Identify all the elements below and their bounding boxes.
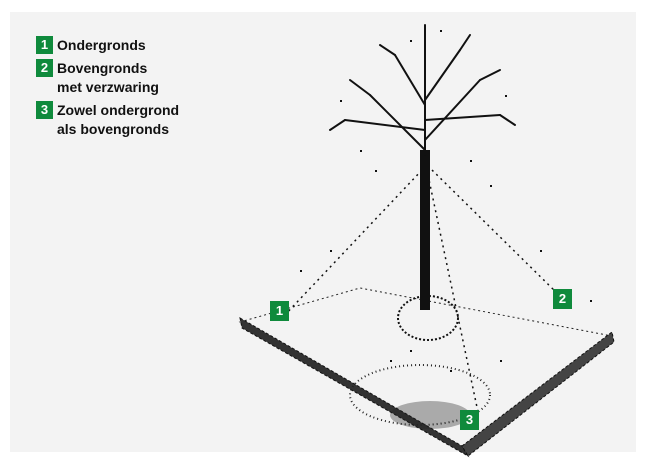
legend-item-1: 1 Ondergronds [36, 36, 179, 55]
legend-badge-2: 2 [36, 59, 53, 77]
legend-item-2: 2 Bovengronds met verzwaring [36, 59, 179, 97]
speckle-texture [300, 30, 592, 372]
legend-item-3: 3 Zowel ondergrond als bovengronds [36, 101, 179, 139]
legend-label-1: Ondergronds [57, 37, 146, 53]
ground-slab [238, 287, 615, 458]
legend-label-2: Bovengronds met verzwaring [57, 60, 159, 95]
legend: 1 Ondergronds 2 Bovengronds met verzwari… [36, 36, 179, 143]
guy-wires [281, 169, 561, 413]
legend-label-3: Zowel ondergrond als bovengronds [57, 102, 180, 137]
marker-2: 2 [553, 289, 572, 309]
tree-branches [329, 24, 516, 156]
marker-3: 3 [460, 410, 479, 430]
marker-1: 1 [270, 301, 289, 321]
legend-badge-3: 3 [36, 101, 53, 119]
root-ball [397, 295, 459, 341]
tree-trunk [420, 150, 430, 310]
illustration-panel [10, 12, 636, 452]
legend-badge-1: 1 [36, 36, 53, 54]
